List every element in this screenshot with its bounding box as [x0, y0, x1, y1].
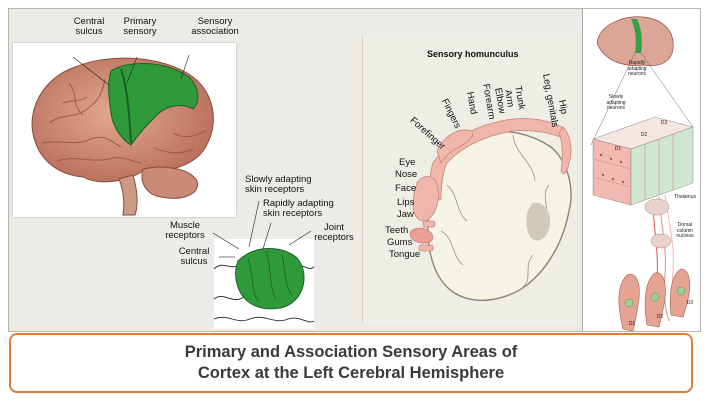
label-d3: D3 [660, 120, 668, 126]
homunculus-face [412, 176, 439, 222]
hlabel-face: Face [395, 183, 417, 194]
hlabel-jaw: Jaw [397, 209, 414, 220]
hlabel-hip: Hip [556, 99, 570, 115]
hlabel-eye: Eye [399, 157, 416, 168]
caption-line-2: Cortex at the Left Cerebral Hemisphere [197, 364, 505, 382]
label-dorsal-column-nucleus: Dorsal column nucleus [676, 222, 694, 239]
label-muscle-receptors: Muscle receptors [165, 220, 205, 241]
section-folds [440, 134, 550, 288]
label-d2: D2 [640, 132, 648, 138]
label-d1: D1 [614, 146, 622, 152]
zoom-lines [590, 52, 694, 146]
leader-lines [72, 54, 190, 86]
homunculus-hand [436, 129, 474, 164]
brain-illustration [31, 54, 214, 216]
label-rapidly-adapting-skin: Rapidly adapting skin receptors [263, 198, 334, 219]
cortex-block-bands [592, 134, 674, 200]
thalamus-shape [644, 198, 670, 216]
homunculus-strip [418, 220, 436, 252]
cortex-block-side [630, 126, 694, 206]
label-slowly-adapting-neurons: Slowly adapting neurons [606, 94, 626, 111]
neuron-dots [599, 153, 625, 184]
label-bottom-d2: D2 [656, 314, 664, 320]
section-ventricle [526, 202, 551, 241]
cortex-block-front [592, 138, 632, 206]
label-primary-sensory: Primary sensory [123, 16, 157, 37]
homunculus-illustration [409, 118, 572, 301]
sensory-pathway-panel: Rapidly adapting neurons Slowly adapting… [582, 9, 700, 331]
detail-green-area [235, 247, 305, 310]
label-central-sulcus-detail: Central sulcus [178, 246, 210, 267]
finger-shapes [618, 268, 691, 331]
label-central-sulcus: Central sulcus [73, 16, 105, 37]
hlabel-tongue: Tongue [389, 249, 421, 260]
homunculus-leg [558, 126, 572, 175]
dorsal-column-shape [650, 233, 672, 249]
caption-line-1: Primary and Association Sensory Areas of [184, 343, 518, 361]
pathway-illustration [590, 16, 694, 331]
hlabel-gums: Gums [387, 237, 413, 248]
caption-box: Primary and Association Sensory Areas of… [9, 333, 693, 393]
label-thalamus: Thalamus [674, 194, 696, 200]
hlabel-nose: Nose [395, 169, 418, 180]
cortex-detail [213, 239, 315, 329]
label-slowly-adapting-skin: Slowly adapting skin receptors [245, 174, 312, 195]
label-bottom-d1: D1 [628, 321, 636, 327]
brain-lateral-view [13, 43, 236, 217]
primary-sensory-strip [120, 68, 132, 144]
cerebellum-shape [141, 166, 198, 199]
figure-stage: Central sulcus Primary sensory Sensory a… [8, 8, 701, 332]
label-sensory-association: Sensory association [191, 16, 239, 37]
label-joint-receptors: Joint receptors [314, 222, 354, 243]
small-brain-green-strip [631, 19, 642, 53]
detail-leader-lines [212, 200, 312, 258]
homunculus-tongue [409, 227, 434, 244]
hlabel-lips: Lips [397, 197, 415, 208]
hlabel-teeth: Teeth [385, 225, 409, 236]
sensory-green-area [108, 63, 199, 146]
gyri-lines [42, 78, 206, 164]
homunculus-panel: Sensory homunculus Leg, genitals Hip Tru… [362, 35, 587, 324]
label-rapidly-adapting-neurons: Rapidly adapting neurons [627, 60, 647, 77]
homunculus-title: Sensory homunculus [427, 49, 519, 59]
detail-green-folds [247, 250, 293, 302]
label-bottom-d3: D3 [686, 300, 694, 306]
brainstem-shape [118, 174, 138, 216]
